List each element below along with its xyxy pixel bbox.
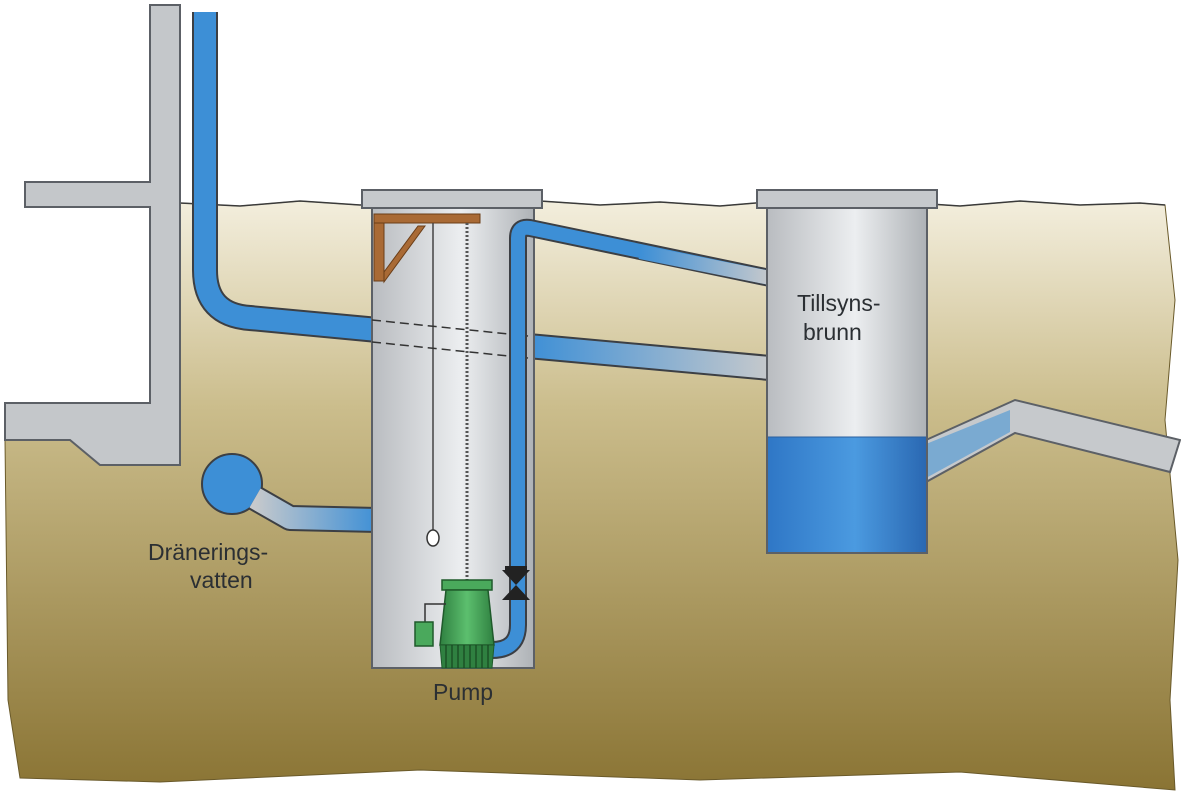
label-drainage-water-line2: vatten xyxy=(190,567,253,593)
label-inspection-well-line2: brunn xyxy=(803,319,862,345)
pump-well-lid xyxy=(361,189,543,209)
check-valve xyxy=(502,566,530,600)
float-switch xyxy=(426,529,440,547)
ground-surface-line xyxy=(179,200,1166,207)
pipe-hidden-top xyxy=(371,319,529,337)
house-foundation-wall xyxy=(4,4,181,466)
inspection-well-water xyxy=(768,437,926,552)
pipe-hidden-bottom xyxy=(371,341,529,359)
pump xyxy=(414,579,495,669)
drainage-pipe-end xyxy=(201,453,263,515)
wall-bracket xyxy=(373,213,481,284)
inspection-well-lid xyxy=(756,189,938,209)
label-drainage-water-line1: Dränerings- xyxy=(148,539,268,565)
label-pump: Pump xyxy=(433,679,493,705)
label-inspection-well-line1: Tillsyns- xyxy=(797,290,880,316)
